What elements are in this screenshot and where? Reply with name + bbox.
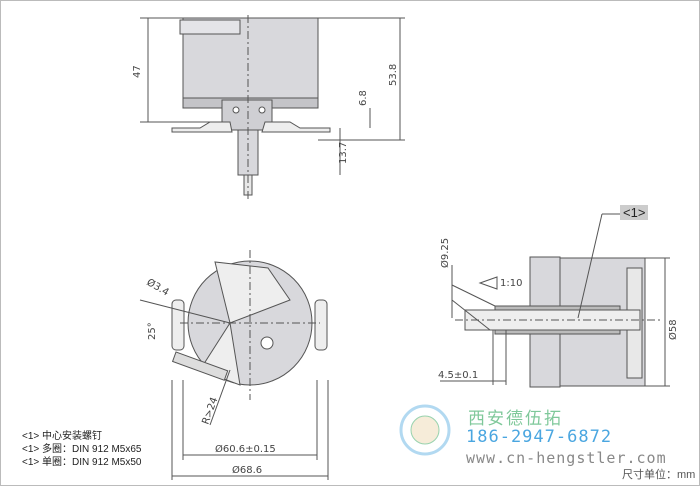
notes: <1> 中心安装螺钉 <1> 多圈：DIN 912 M5x65 <1> 单圈：D… [22, 430, 142, 469]
dim-depth: 4.5±0.1 [438, 370, 478, 381]
dim-diameter: Ø58 [667, 319, 679, 340]
dim-6-8: 6.8 [358, 90, 369, 106]
dim-13-7: 13.7 [338, 142, 349, 164]
dim-taper: 1:10 [500, 278, 522, 289]
watermark-company: 西安德伍拓 [468, 409, 563, 429]
dim-angle: 25° [147, 322, 158, 340]
watermark-logo [399, 404, 451, 456]
watermark-url: www.cn-hengstler.com [466, 449, 667, 467]
watermark-phone: 186-2947-6872 [466, 427, 613, 447]
dim-diameter-outer: Ø68.6 [232, 464, 262, 476]
front-view [139, 250, 329, 480]
dim-diameter-inner: Ø60.6±0.15 [215, 443, 276, 455]
side-view [440, 213, 670, 388]
top-view [140, 15, 405, 200]
callout-label: <1> [620, 205, 649, 220]
dim-radius: R>24 [200, 396, 220, 426]
dim-hole: Ø3.4 [145, 276, 172, 298]
dim-47: 47 [132, 65, 143, 78]
note-item: <1> 多圈：DIN 912 M5x65 [22, 444, 142, 455]
dim-53-8: 53.8 [388, 64, 399, 86]
dim-bore: Ø9.25 [439, 238, 451, 268]
unit-label: 尺寸单位：mm [622, 469, 696, 481]
note-item: <1> 中心安装螺钉 [22, 431, 103, 442]
note-item: <1> 单圈：DIN 912 M5x50 [22, 457, 142, 468]
